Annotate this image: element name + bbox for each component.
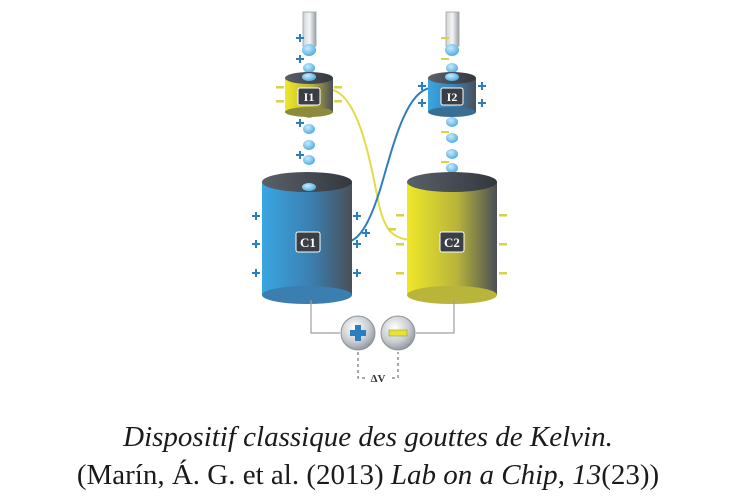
- collector-c2-label: C2: [444, 235, 460, 250]
- positive-terminal: [340, 315, 376, 351]
- collector-c1: C1: [252, 172, 370, 304]
- collector-c2: C2: [388, 172, 507, 304]
- right-droplet-stream: [445, 44, 459, 173]
- inductor-i2-label: I2: [447, 90, 458, 104]
- citation-sep: ,: [557, 459, 573, 491]
- droplet-charge-marks-right: [441, 37, 449, 163]
- circuit-wire: [310, 300, 455, 334]
- figure-caption: Dispositif classique des gouttes de Kelv…: [0, 418, 736, 494]
- left-nozzle: [302, 11, 317, 47]
- voltage-dashed-line: [357, 352, 399, 379]
- citation-volume: 13: [572, 459, 602, 491]
- inductor-i1: I1: [276, 72, 342, 117]
- left-droplet-stream: [302, 44, 316, 193]
- kelvin-water-dropper-diagram: I1 I2 C1: [252, 11, 507, 385]
- citation-journal: Lab on a Chip: [390, 459, 558, 491]
- citation-prefix: (Marín, Á. G. et al. (2013): [76, 459, 391, 491]
- inductor-i2: I2: [418, 72, 486, 117]
- citation-suffix: (23)): [601, 459, 660, 491]
- yellow-crossover-wire: [332, 89, 411, 241]
- voltage-label: ΔV: [371, 373, 386, 385]
- droplet-charge-marks: [296, 34, 304, 159]
- blue-crossover-wire: [346, 87, 431, 243]
- negative-terminal: [380, 315, 416, 351]
- collector-c1-label: C1: [300, 235, 316, 250]
- inductor-i1-label: I1: [304, 90, 315, 104]
- caption-title: Dispositif classique des gouttes de Kelv…: [123, 421, 613, 453]
- caption-citation: (Marín, Á. G. et al. (2013) Lab on a Chi…: [0, 456, 736, 494]
- right-nozzle: [445, 11, 460, 47]
